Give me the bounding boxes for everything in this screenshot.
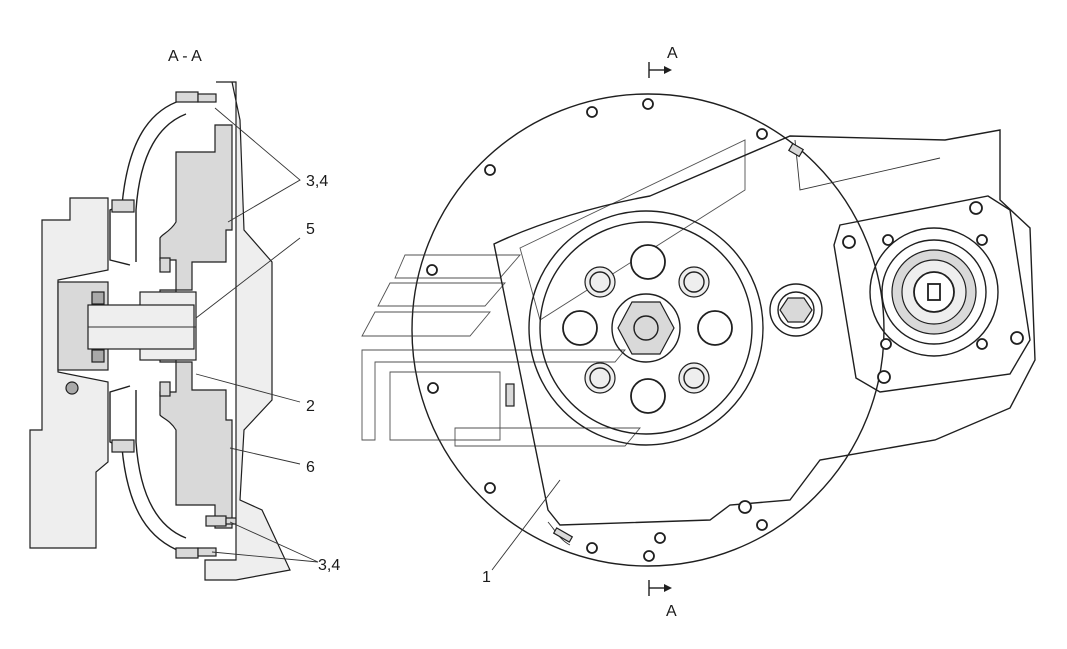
callout-3-4-top: 3,4 <box>306 173 328 190</box>
gearbox-housing <box>493 129 1036 526</box>
bell-housing-upper-inner <box>135 113 187 262</box>
output-bearing <box>869 227 999 357</box>
section-view-a-a: A - A <box>29 48 340 581</box>
callout-1: 1 <box>482 569 491 586</box>
callout-2: 2 <box>306 398 315 415</box>
section-marker-bottom: A <box>648 580 677 620</box>
flywheel-housing <box>411 93 885 567</box>
callout-3-4-bottom: 3,4 <box>318 557 340 574</box>
section-marker-top: A <box>648 45 678 78</box>
svg-text:A: A <box>666 603 677 620</box>
callout-6: 6 <box>306 459 315 476</box>
callout-5: 5 <box>306 221 315 238</box>
flywheel-section <box>159 124 233 529</box>
flywheel-disc <box>528 210 764 446</box>
front-view: A A <box>361 45 1036 620</box>
bell-housing-lower-inner <box>135 390 187 539</box>
central-nut <box>617 301 675 355</box>
output-flange <box>833 195 1031 393</box>
section-title: A - A <box>168 48 202 65</box>
housing-section <box>29 197 109 549</box>
engine-face <box>204 81 291 581</box>
svg-text:A: A <box>667 45 678 62</box>
central-hub <box>611 293 681 363</box>
